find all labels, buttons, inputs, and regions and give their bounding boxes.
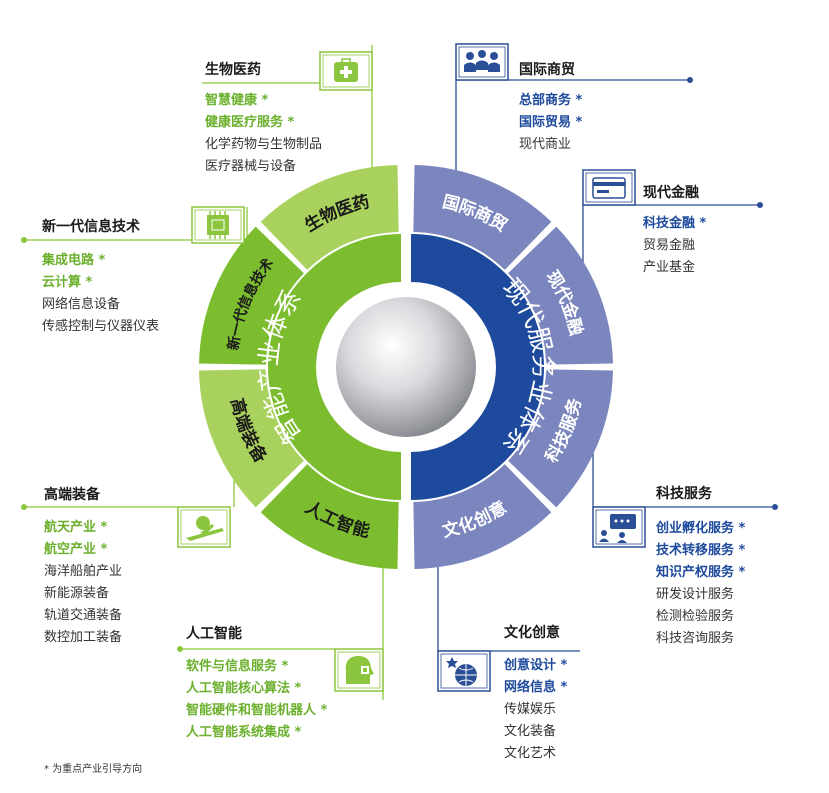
card-icon bbox=[582, 169, 636, 206]
connector-dot bbox=[177, 646, 183, 652]
list-item: 海洋船舶产业 bbox=[44, 564, 123, 579]
block-title: 科技服务 bbox=[656, 486, 712, 502]
ring-segment-high-end-equipment bbox=[199, 369, 304, 508]
list-item: 文化艺术 bbox=[504, 746, 557, 761]
block-tech-services: 科技服务 创业孵化服务 * 技术转移服务 * 知识产权服务 * 研发设计服务 检… bbox=[656, 484, 745, 650]
icon-layer bbox=[177, 43, 646, 692]
list-item: 贸易金融 bbox=[643, 238, 696, 253]
core-ring: 智能产业体系 现代服务业体系 bbox=[254, 234, 558, 500]
people-icon bbox=[455, 43, 509, 81]
medical-kit-icon bbox=[319, 51, 373, 91]
list-item: 国际贸易 * bbox=[519, 115, 583, 130]
block-title: 高端装备 bbox=[44, 487, 100, 503]
block-title: 现代金融 bbox=[643, 185, 699, 201]
list-item: 人工智能核心算法 * bbox=[186, 681, 302, 696]
list-item: 检测检验服务 bbox=[656, 609, 735, 624]
connector-dot bbox=[757, 202, 763, 208]
list-item: 研发设计服务 bbox=[656, 587, 735, 602]
list-item: 智慧健康 * bbox=[205, 93, 269, 108]
list-item: 智能硬件和智能机器人 * bbox=[186, 703, 328, 718]
center-sphere bbox=[336, 297, 476, 437]
ring-segment-culture bbox=[413, 464, 552, 569]
list-item: 传媒娱乐 bbox=[504, 702, 557, 717]
list-item: 航天产业 * bbox=[44, 520, 108, 535]
block-title: 人工智能 bbox=[186, 626, 242, 642]
block-new-it: 新一代信息技术 集成电路 * 云计算 * 网络信息设备 传感控制与仪器仪表 bbox=[42, 217, 159, 338]
list-item: 技术转移服务 * bbox=[656, 543, 746, 558]
list-item: 传感控制与仪器仪表 bbox=[42, 319, 160, 334]
ring-segment-ai bbox=[260, 464, 399, 569]
block-cultural-creativity: 文化创意 创意设计 * 网络信息 * 传媒娱乐 文化装备 文化艺术 bbox=[504, 623, 567, 765]
block-high-end-equipment: 高端装备 航天产业 * 航空产业 * 海洋船舶产业 新能源装备 轨道交通装备 数… bbox=[44, 485, 122, 649]
ring-segment-finance bbox=[508, 226, 613, 365]
connector-dot bbox=[21, 504, 27, 510]
block-international-trade: 国际商贸 总部商务 * 国际贸易 * 现代商业 bbox=[519, 60, 582, 156]
list-item: 航空产业 * bbox=[44, 542, 108, 557]
chat-icon bbox=[592, 506, 646, 548]
ring-segment-intl-trade bbox=[413, 165, 552, 270]
ai-head-icon bbox=[334, 648, 384, 692]
chip-icon bbox=[191, 206, 245, 244]
connector-dot bbox=[687, 77, 693, 83]
list-item: 网络信息 * bbox=[504, 680, 568, 695]
ring-segment-biomedicine bbox=[260, 165, 399, 270]
core-left-half bbox=[268, 234, 401, 500]
list-item: 数控加工装备 bbox=[44, 630, 123, 645]
list-item: 健康医疗服务 * bbox=[205, 115, 295, 130]
list-item: 科技金融 * bbox=[643, 216, 707, 231]
block-title: 国际商贸 bbox=[519, 62, 575, 78]
list-item: 轨道交通装备 bbox=[44, 608, 123, 623]
list-item: 创意设计 * bbox=[504, 658, 568, 673]
list-item: 知识产权服务 * bbox=[656, 565, 746, 580]
list-item: 新能源装备 bbox=[44, 586, 110, 601]
ring-segment-new-it bbox=[199, 226, 304, 365]
block-title: 新一代信息技术 bbox=[42, 219, 140, 235]
block-biomedicine: 生物医药 智慧健康 * 健康医疗服务 * 化学药物与生物制品 医疗器械与设备 bbox=[205, 60, 322, 178]
globe-star-icon bbox=[437, 650, 491, 692]
list-item: 人工智能系统集成 * bbox=[186, 725, 302, 740]
list-item: 化学药物与生物制品 bbox=[205, 137, 323, 152]
block-title: 文化创意 bbox=[504, 625, 560, 641]
core-right-half bbox=[411, 234, 544, 500]
ring-segment-tech-services bbox=[508, 369, 613, 508]
list-item: 科技咨询服务 bbox=[656, 631, 735, 646]
block-modern-finance: 现代金融 科技金融 * 贸易金融 产业基金 bbox=[643, 183, 706, 279]
list-item: 总部商务 * bbox=[519, 93, 583, 108]
footnote: * 为重点产业引导方向 bbox=[44, 764, 143, 775]
list-item: 创业孵化服务 * bbox=[656, 521, 746, 536]
list-item: 医疗器械与设备 bbox=[205, 159, 297, 174]
list-item: 文化装备 bbox=[504, 724, 557, 739]
aircraft-icon bbox=[177, 506, 231, 548]
list-item: 产业基金 bbox=[643, 260, 696, 275]
connector-dot bbox=[772, 504, 778, 510]
list-item: 网络信息设备 bbox=[42, 297, 121, 312]
connector-dot bbox=[21, 237, 27, 243]
block-title: 生物医药 bbox=[205, 62, 261, 78]
block-artificial-intelligence: 人工智能 软件与信息服务 * 人工智能核心算法 * 智能硬件和智能机器人 * 人… bbox=[186, 624, 327, 744]
list-item: 现代商业 bbox=[519, 137, 572, 152]
list-item: 集成电路 * bbox=[42, 253, 106, 268]
list-item: 软件与信息服务 * bbox=[186, 659, 289, 674]
list-item: 云计算 * bbox=[42, 275, 93, 290]
